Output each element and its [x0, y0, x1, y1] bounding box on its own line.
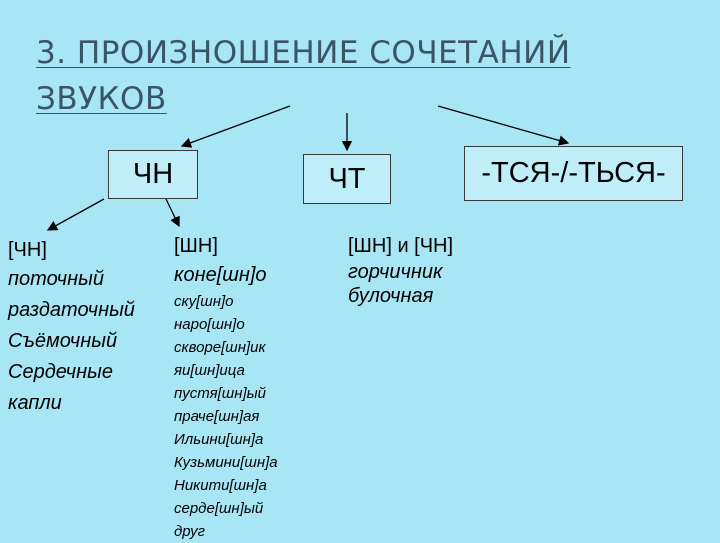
list-item: Кузьмини[шн]а	[174, 454, 278, 471]
middle-column-list: ску[шн]о наро[шн]о скворе[шн]ик яи[шн]иц…	[174, 290, 278, 543]
middle-column-header: [ШН]	[174, 235, 218, 257]
right-column-list: горчичник булочная	[348, 260, 453, 308]
box-chn: ЧН	[108, 150, 198, 199]
list-item: наро[шн]о	[174, 316, 245, 333]
list-item: скворе[шн]ик	[174, 339, 266, 356]
list-item: раздаточный	[8, 299, 135, 321]
list-item: друг	[174, 523, 206, 540]
list-item: Съёмочный	[8, 330, 118, 352]
arrow-to-chn	[180, 105, 291, 148]
middle-column-lead-item: коне[шн]о	[174, 264, 267, 286]
left-column-header: [ЧН]	[8, 239, 47, 261]
slide-title: 3. ПРОИЗНОШЕНИЕ СОЧЕТАНИЙ ЗВУКОВ	[36, 35, 571, 117]
list-item: Ильини[шн]а	[174, 431, 264, 448]
list-item: Сердечные	[8, 361, 113, 383]
arrow-chn-to-middle	[165, 198, 180, 228]
arrow-chn-to-left	[46, 198, 105, 231]
list-item: Никити[шн]а	[174, 477, 267, 494]
list-item: серде[шн]ый	[174, 500, 264, 517]
list-item: капли	[8, 392, 62, 414]
list-item: праче[шн]ая	[174, 408, 260, 425]
box-tsya: -ТСЯ-/-ТЬСЯ-	[464, 146, 683, 201]
right-column-header: [ШН] и [ЧН]	[348, 235, 454, 257]
list-item: горчичник	[348, 261, 443, 283]
box-chn-label: ЧН	[132, 158, 174, 190]
box-cht-label: ЧТ	[328, 162, 366, 195]
right-column: [ШН] и [ЧН] горчичник булочная	[348, 232, 453, 308]
list-item: пустя[шн]ый	[174, 385, 267, 402]
list-item: булочная	[348, 285, 434, 307]
list-item: поточный	[8, 268, 104, 290]
left-column-list: поточный раздаточный Съёмочный Сердечные…	[8, 264, 135, 419]
list-item: яи[шн]ица	[174, 362, 245, 379]
left-column: [ЧН] поточный раздаточный Съёмочный Серд…	[8, 236, 135, 419]
arrow-to-tsya	[437, 105, 570, 146]
box-cht: ЧТ	[303, 154, 391, 204]
box-tsya-label: -ТСЯ-/-ТЬСЯ-	[481, 157, 666, 189]
middle-column: [ШН] коне[шн]о ску[шн]о наро[шн]о скворе…	[174, 232, 278, 543]
list-item: ску[шн]о	[174, 293, 234, 310]
